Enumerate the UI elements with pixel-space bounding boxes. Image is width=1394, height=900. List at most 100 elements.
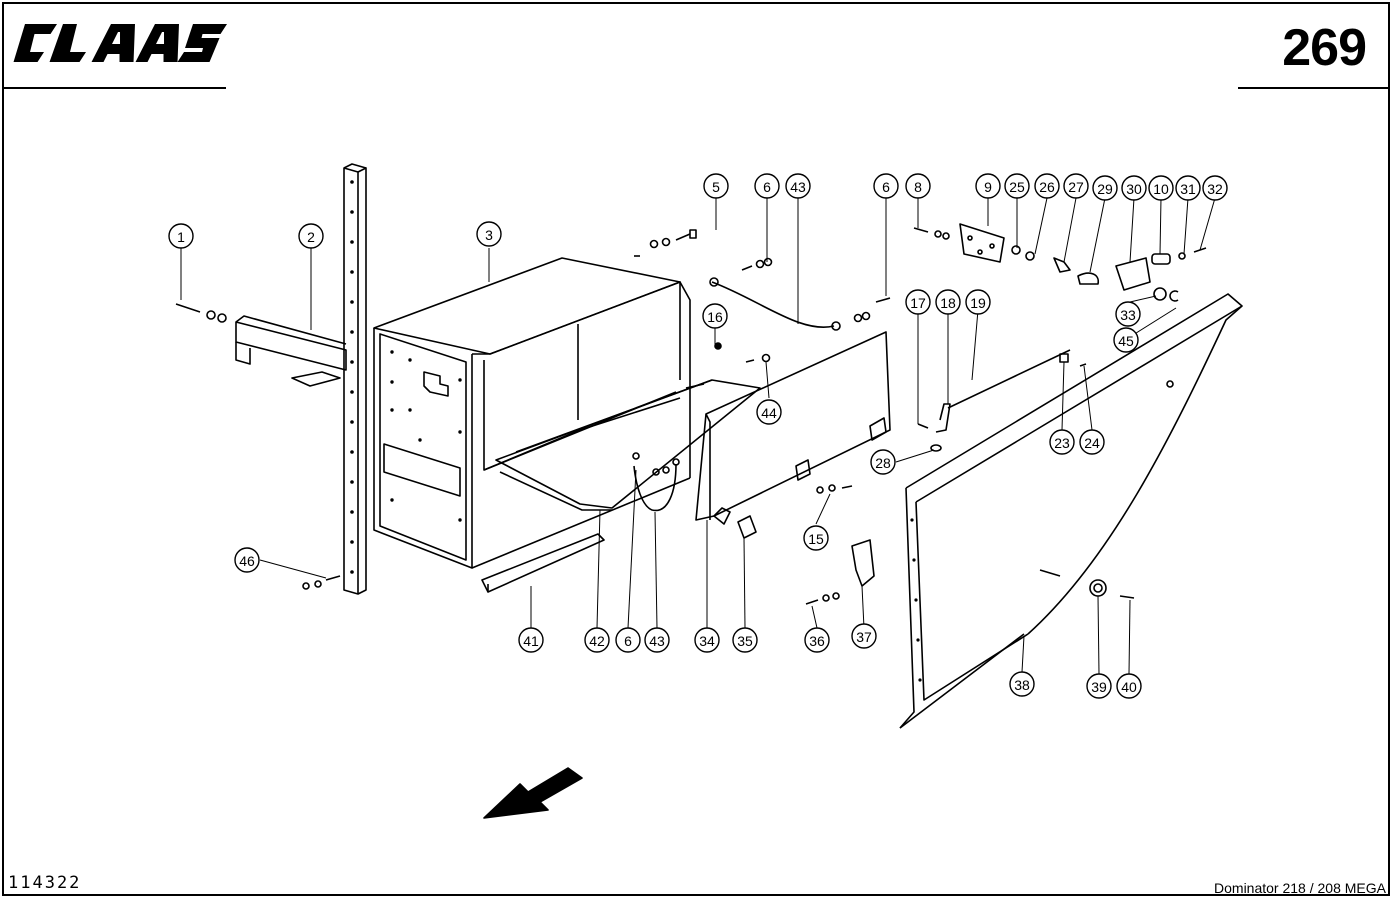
callout-c45: 45 <box>1113 327 1139 353</box>
callout-label: 16 <box>707 309 723 325</box>
callout-c6c: 6 <box>615 627 641 653</box>
callout-circle <box>168 223 194 249</box>
callout-c30: 30 <box>1121 175 1147 201</box>
callout-label: 45 <box>1118 333 1134 349</box>
callout-c43b: 43 <box>644 627 670 653</box>
fastener-set <box>302 227 950 605</box>
callout-label: 43 <box>790 179 806 195</box>
callout-c44: 44 <box>756 399 782 425</box>
callout-label: 41 <box>523 633 539 649</box>
callout-label: 39 <box>1091 679 1107 695</box>
callout-label: 6 <box>763 179 771 195</box>
callout-c5: 5 <box>703 173 729 199</box>
callout-c19: 19 <box>965 289 991 315</box>
hinge-plate-part <box>959 223 1207 302</box>
callout-circle <box>644 627 670 653</box>
callout-label: 38 <box>1014 677 1030 693</box>
callout-c10: 10 <box>1148 175 1174 201</box>
callout-c17: 17 <box>905 289 931 315</box>
callout-circle <box>1148 175 1174 201</box>
callout-circle <box>873 173 899 199</box>
callout-label: 25 <box>1009 179 1025 195</box>
callout-c40: 40 <box>1116 673 1142 699</box>
callout-circle <box>1113 327 1139 353</box>
callout-c16: 16 <box>702 303 728 329</box>
callout-circle <box>1063 173 1089 199</box>
callout-c29: 29 <box>1092 175 1118 201</box>
callout-circle <box>785 173 811 199</box>
callout-circle <box>702 303 728 329</box>
callout-circle <box>851 623 877 649</box>
callout-circle <box>975 173 1001 199</box>
callout-c3: 3 <box>476 221 502 247</box>
callout-c34: 34 <box>694 627 720 653</box>
callout-c24: 24 <box>1079 429 1105 455</box>
model-caption: Dominator 218 / 208 MEGA <box>1214 880 1386 896</box>
callout-circle <box>935 289 961 315</box>
callout-circle <box>1086 673 1112 699</box>
callout-label: 5 <box>712 179 720 195</box>
callout-label: 33 <box>1120 307 1136 323</box>
page-number: 269 <box>1282 19 1367 77</box>
leader-lines <box>180 197 1216 675</box>
callout-label: 6 <box>624 633 632 649</box>
callout-label: 37 <box>856 629 872 645</box>
callout-c23: 23 <box>1049 429 1075 455</box>
callout-c8: 8 <box>905 173 931 199</box>
callout-c37: 37 <box>851 623 877 649</box>
callout-label: 35 <box>737 633 753 649</box>
callout-c15: 15 <box>803 525 829 551</box>
callout-circle <box>803 525 829 551</box>
callout-label: 36 <box>809 633 825 649</box>
callout-circle <box>804 627 830 653</box>
callout-circle <box>584 627 610 653</box>
callout-c33: 33 <box>1115 301 1141 327</box>
callout-c31: 31 <box>1175 175 1201 201</box>
callout-label: 6 <box>882 179 890 195</box>
callout-c6a: 6 <box>754 173 780 199</box>
callout-c39: 39 <box>1086 673 1112 699</box>
mounting-rail-part <box>343 163 367 595</box>
callout-label: 8 <box>914 179 922 195</box>
callout-circle <box>1115 301 1141 327</box>
callout-c32: 32 <box>1202 175 1228 201</box>
callout-label: 15 <box>808 531 824 547</box>
callout-circle <box>1116 673 1142 699</box>
callout-label: 19 <box>970 295 986 311</box>
cable-part <box>632 277 841 512</box>
callout-circle <box>476 221 502 247</box>
callout-label: 23 <box>1054 435 1070 451</box>
callout-c27: 27 <box>1063 173 1089 199</box>
callout-c1: 1 <box>168 223 194 249</box>
callout-circle <box>1079 429 1105 455</box>
callout-circle <box>615 627 641 653</box>
callout-c9: 9 <box>975 173 1001 199</box>
callout-label: 32 <box>1207 181 1223 197</box>
callout-label: 26 <box>1039 179 1055 195</box>
callout-circle <box>1049 429 1075 455</box>
callout-circle <box>518 627 544 653</box>
callout-circle <box>1202 175 1228 201</box>
callout-c38: 38 <box>1009 671 1035 697</box>
callout-label: 40 <box>1121 679 1137 695</box>
callout-label: 3 <box>485 227 493 243</box>
callout-label: 30 <box>1126 181 1142 197</box>
callout-c35: 35 <box>732 627 758 653</box>
diagram-number: 114322 <box>8 873 82 893</box>
callout-label: 43 <box>649 633 665 649</box>
cover-panel-part <box>695 331 891 525</box>
callout-label: 1 <box>177 229 185 245</box>
callout-c25: 25 <box>1004 173 1030 199</box>
callout-c28: 28 <box>870 449 896 475</box>
callout-circle <box>1121 175 1147 201</box>
callout-c18: 18 <box>935 289 961 315</box>
callout-label: 31 <box>1180 181 1196 197</box>
callout-label: 10 <box>1153 181 1169 197</box>
direction-arrow-icon <box>483 767 583 819</box>
callout-circle <box>703 173 729 199</box>
rod-part <box>917 349 1087 452</box>
callout-c36: 36 <box>804 627 830 653</box>
clip-part <box>737 515 757 539</box>
callout-circle <box>1009 671 1035 697</box>
